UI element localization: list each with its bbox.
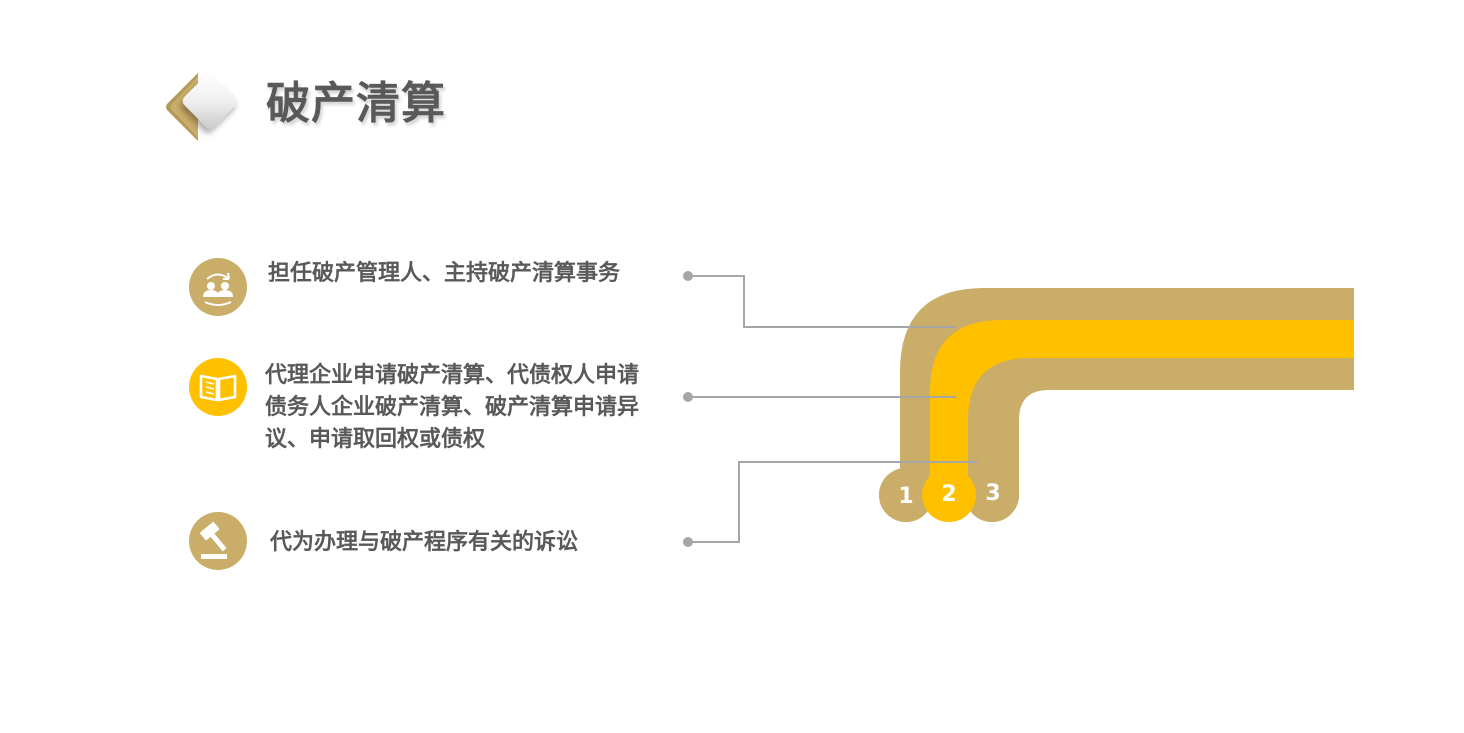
gavel-icon: [199, 521, 227, 559]
item-1-text: 担任破产管理人、主持破产清算事务: [268, 261, 621, 286]
connector-dot-2: [683, 392, 693, 402]
people-exchange-icon: [203, 272, 233, 306]
diamond-logo-icon: [166, 73, 238, 141]
item-1-icon-badge: [189, 258, 247, 316]
connector-dot-3: [683, 537, 693, 547]
middle-yellow-band: [930, 320, 1354, 495]
number-label-3: 3: [985, 481, 1001, 506]
open-book-icon: [199, 374, 237, 402]
number-label-1: 1: [898, 484, 914, 509]
connector-dot-1: [683, 271, 693, 281]
page-title: 破产清算: [266, 78, 446, 129]
item-3-text: 代为办理与破产程序有关的诉讼: [270, 530, 579, 555]
connector-line-1: [688, 275, 956, 328]
connector-line-3: [688, 461, 978, 543]
number-label-2: 2: [941, 482, 957, 507]
item-2-text: 代理企业申请破产清算、代债权人申请债务人企业破产清算、破产清算申请异议、申请取回…: [265, 363, 640, 452]
item-2-icon-badge: [189, 358, 247, 416]
item-3-icon-badge: [189, 512, 247, 570]
